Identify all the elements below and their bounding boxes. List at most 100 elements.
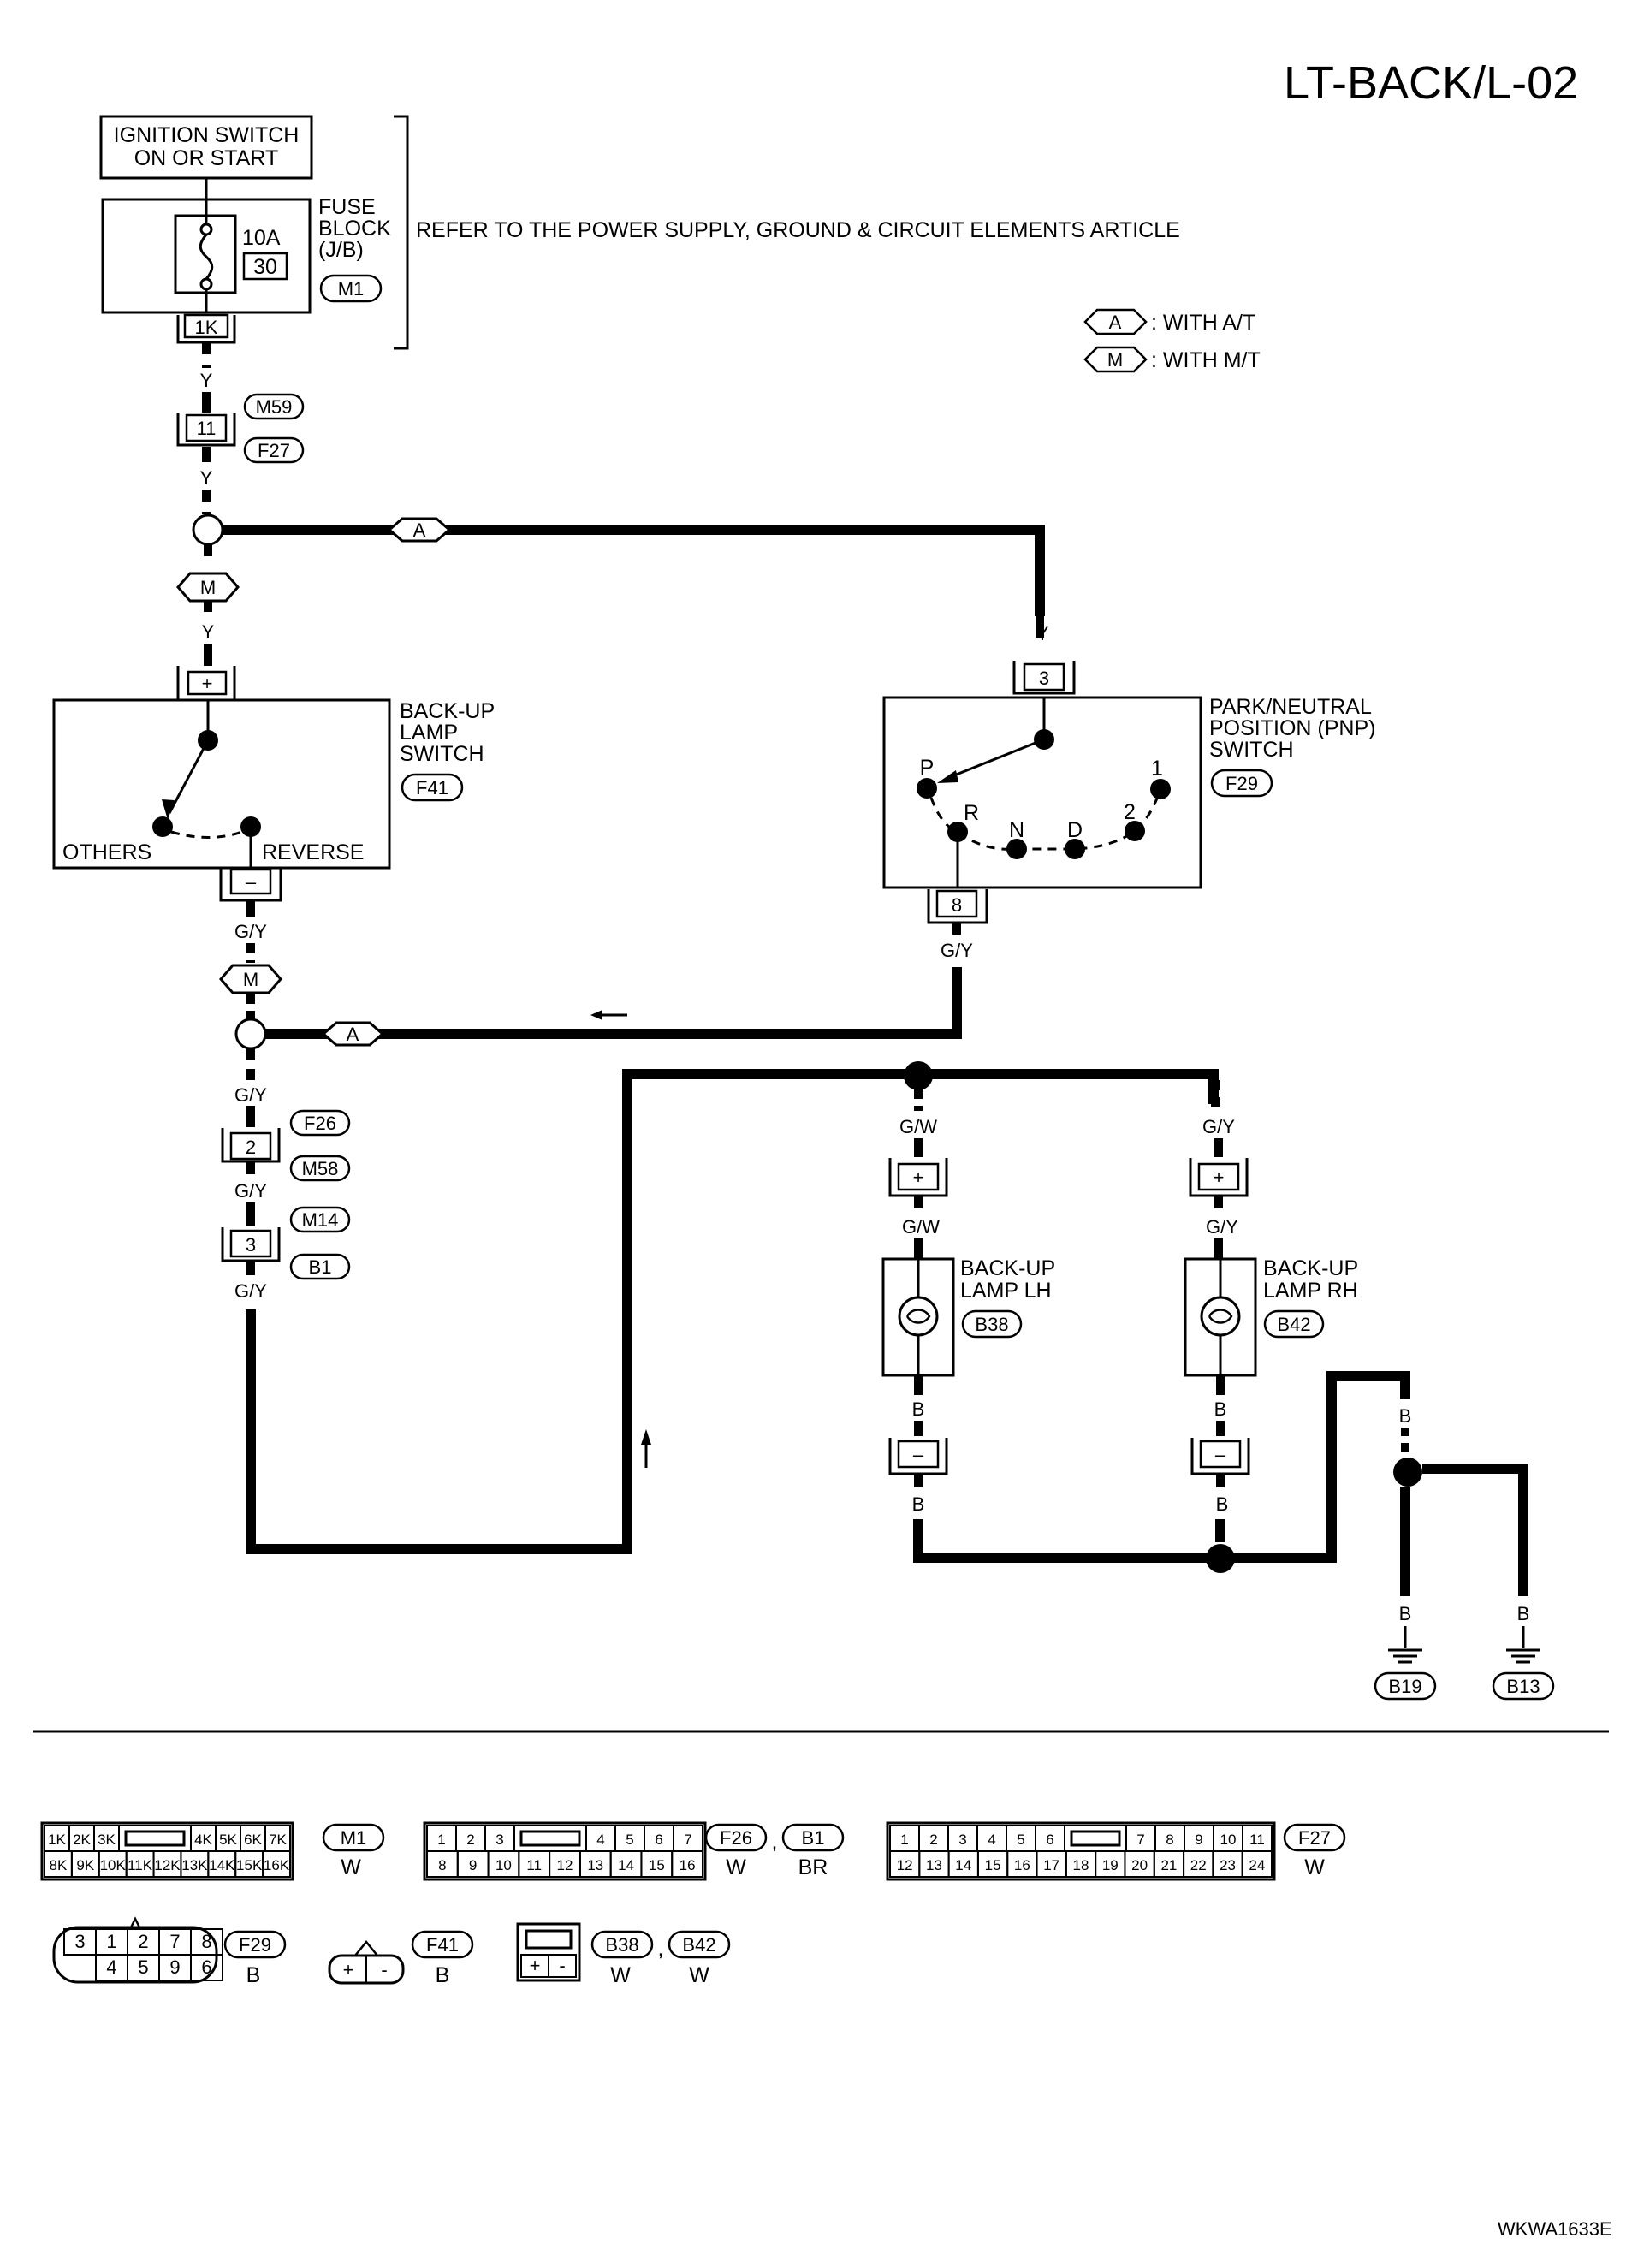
pin-label: + bbox=[343, 1959, 354, 1980]
pin-label: 20 bbox=[1131, 1857, 1148, 1873]
pnp-pos-n: N bbox=[1009, 818, 1024, 842]
connector-color: B bbox=[436, 1963, 450, 1987]
connector-id: M1 bbox=[341, 1827, 367, 1849]
svg-text:M: M bbox=[243, 969, 258, 990]
connector-id: F26 bbox=[720, 1827, 752, 1849]
backup-lamp-lh: + G/W BACK-UP LAMP LH B38 B – B bbox=[881, 1158, 1055, 1515]
fuse-label-2: BLOCK bbox=[318, 217, 391, 240]
pin-label: 5K bbox=[219, 1832, 237, 1848]
pin-label: 8 bbox=[1166, 1832, 1173, 1848]
pin-cell bbox=[1241, 1850, 1273, 1878]
svg-text:G/Y: G/Y bbox=[234, 1280, 267, 1302]
pin-label: 15K bbox=[236, 1857, 263, 1873]
connector-id-pill bbox=[411, 1930, 474, 1959]
svg-text:A: A bbox=[413, 520, 426, 541]
lamp-bulb-icon bbox=[1200, 1296, 1241, 1337]
connector-separator: , bbox=[772, 1830, 778, 1854]
lamp-rh-connector-id: B42 bbox=[1277, 1314, 1310, 1335]
pin-label: 15 bbox=[985, 1857, 1001, 1873]
lamp-lh-connector-id: B38 bbox=[975, 1314, 1008, 1335]
svg-text:SWITCH: SWITCH bbox=[400, 742, 484, 766]
pin-label: 18 bbox=[1073, 1857, 1089, 1873]
svg-text:BACK-UP: BACK-UP bbox=[400, 699, 495, 723]
pin-label: 6 bbox=[1046, 1832, 1053, 1848]
pin-label: 5 bbox=[1017, 1832, 1024, 1848]
legend-a-code: A bbox=[1109, 312, 1122, 333]
connector-id-pill bbox=[322, 1823, 385, 1852]
junction-splice-2 bbox=[1206, 1544, 1235, 1573]
connector-id: F41 bbox=[426, 1934, 459, 1956]
svg-text:G/Y: G/Y bbox=[1206, 1216, 1238, 1238]
backup-switch-reverse: REVERSE bbox=[262, 840, 364, 864]
pin-label: 10 bbox=[1220, 1832, 1237, 1848]
fuse-block: 10A 30 FUSE BLOCK (J/B) M1 bbox=[101, 195, 391, 314]
svg-text:M58: M58 bbox=[302, 1158, 339, 1179]
pin-label: 8K bbox=[50, 1857, 68, 1873]
pin-label: 4K bbox=[194, 1832, 212, 1848]
key-notch-icon bbox=[129, 1916, 141, 1928]
ground-b13-label: B13 bbox=[1506, 1676, 1540, 1697]
pin-label: 6 bbox=[655, 1832, 662, 1848]
pin-label: 23 bbox=[1220, 1857, 1236, 1873]
pin-label: + bbox=[530, 1955, 541, 1976]
ignition-label-1: IGNITION SWITCH bbox=[114, 123, 300, 147]
pnp-pos-2: 2 bbox=[1124, 800, 1136, 824]
backup-lamp-rh: + G/Y BACK-UP LAMP RH B42 B – B bbox=[1184, 1158, 1358, 1515]
latch-cell bbox=[118, 1825, 192, 1852]
pin-label: 11 bbox=[526, 1857, 542, 1873]
ground-b19: B19 bbox=[1374, 1626, 1437, 1701]
fuse-number: 30 bbox=[253, 255, 277, 279]
svg-text:LAMP LH: LAMP LH bbox=[960, 1279, 1052, 1303]
pin-label: 3 bbox=[496, 1832, 503, 1848]
svg-text:Y: Y bbox=[1036, 623, 1049, 644]
svg-text:G/Y: G/Y bbox=[234, 1180, 267, 1202]
svg-text:B: B bbox=[912, 1398, 925, 1420]
junction-splice-1 bbox=[904, 1061, 933, 1090]
connector-color: W bbox=[689, 1963, 709, 1987]
pin-label: 2 bbox=[138, 1931, 148, 1952]
pin-label: 24 bbox=[1249, 1857, 1265, 1873]
svg-text:B1: B1 bbox=[309, 1256, 332, 1278]
pin-label: 3K bbox=[98, 1832, 116, 1848]
pin-label: 10 bbox=[496, 1857, 512, 1873]
pin-label: 14 bbox=[618, 1857, 634, 1873]
svg-text:POSITION (PNP): POSITION (PNP) bbox=[1209, 716, 1375, 740]
connector-color: W bbox=[1304, 1855, 1325, 1879]
pin-label: 2 bbox=[466, 1832, 474, 1848]
svg-text:M14: M14 bbox=[302, 1209, 339, 1231]
svg-text:Y: Y bbox=[202, 621, 215, 643]
pin-label: 8 bbox=[201, 1931, 211, 1952]
svg-text:B: B bbox=[1399, 1405, 1412, 1427]
junction-a bbox=[192, 514, 224, 546]
svg-text:B: B bbox=[1517, 1603, 1530, 1624]
pnp-switch: 3 P R N D 2 1 PARK/NEUTRAL POSITION (PNP… bbox=[882, 661, 1375, 924]
connector-color: W bbox=[726, 1855, 746, 1879]
pin-label: 5 bbox=[626, 1832, 633, 1848]
svg-text:M: M bbox=[200, 577, 216, 598]
latch-cell bbox=[513, 1825, 587, 1852]
pin-label: 12K bbox=[154, 1857, 181, 1873]
pin-label: 5 bbox=[138, 1956, 148, 1978]
pin-label: 9 bbox=[169, 1956, 180, 1978]
pin-label: 4 bbox=[988, 1832, 995, 1848]
connector-housing bbox=[886, 1821, 1276, 1881]
connector-id-pill bbox=[704, 1823, 768, 1852]
svg-text:A: A bbox=[347, 1024, 359, 1045]
connector-id-pill bbox=[668, 1930, 731, 1959]
arrow-left-icon bbox=[590, 1010, 602, 1020]
connector-3: 3 M14 B1 bbox=[221, 1206, 351, 1280]
connector-housing bbox=[40, 1821, 294, 1881]
svg-text:Y: Y bbox=[200, 370, 213, 391]
pin-label: 17 bbox=[1043, 1857, 1059, 1873]
connector-id: B42 bbox=[682, 1934, 715, 1956]
pin-label: 7 bbox=[1136, 1832, 1144, 1848]
svg-text:G/Y: G/Y bbox=[234, 921, 267, 942]
svg-text:Y: Y bbox=[200, 467, 213, 489]
pin-label: 13K bbox=[181, 1857, 208, 1873]
pin-label: 11K bbox=[128, 1857, 153, 1873]
pin-label: 2 bbox=[929, 1832, 937, 1848]
pin-label: 15 bbox=[649, 1857, 665, 1873]
pin-label: 12 bbox=[897, 1857, 913, 1873]
pin-label: 12 bbox=[557, 1857, 573, 1873]
pin-label: 22 bbox=[1190, 1857, 1207, 1873]
